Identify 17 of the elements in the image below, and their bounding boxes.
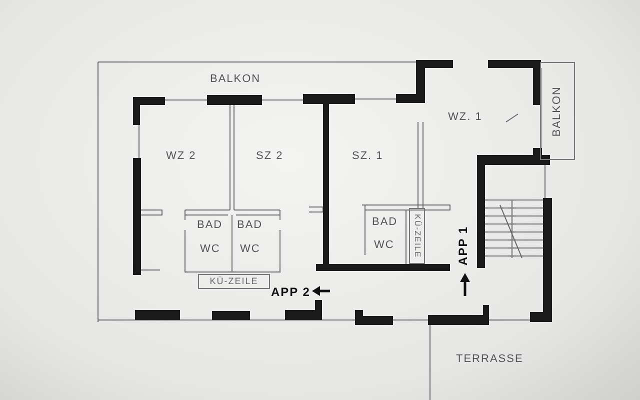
room-label: BAD [372, 217, 398, 228]
entrance-label: APP 1 [457, 226, 469, 266]
room-label: SZ 2 [256, 151, 284, 162]
room-label: BAD [197, 220, 223, 231]
kitchenette-box: KÜ-ZEILE [198, 274, 270, 289]
balcony-area: BALKON [540, 62, 575, 160]
room-label: WC [374, 240, 394, 251]
room-label: SZ. 1 [352, 151, 384, 162]
kitchenette-box: KÜ-ZEILE [409, 208, 425, 264]
room-label: WC [240, 244, 260, 255]
room-label: WZ. 1 [448, 112, 482, 123]
balcony-label: BALKON [210, 74, 261, 85]
room-label: BAD [237, 220, 263, 231]
terrace-label: TERRASSE [456, 354, 524, 365]
entrance-label: APP 2 [271, 286, 310, 298]
room-label: WC [200, 244, 220, 255]
room-label: WZ 2 [166, 151, 196, 162]
